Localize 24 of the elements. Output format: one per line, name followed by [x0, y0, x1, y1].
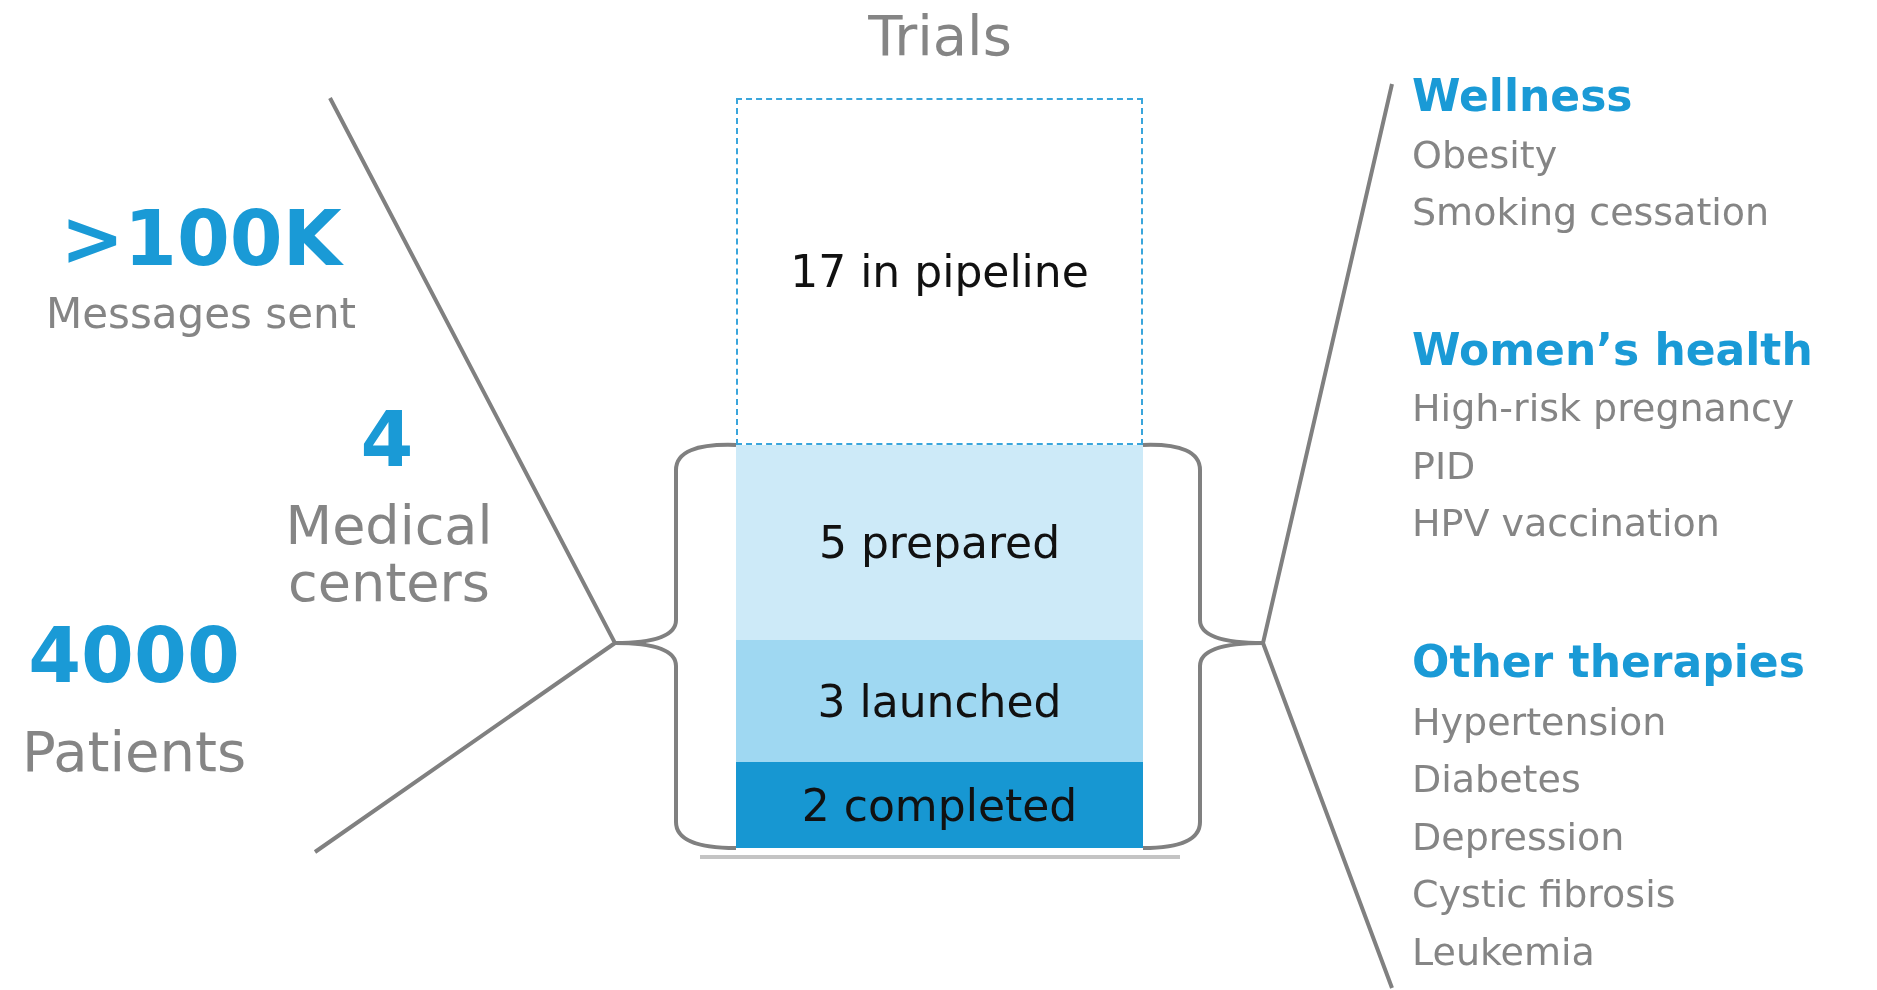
stat-number: 4 — [360, 400, 414, 480]
category-heading: Wellness — [1412, 72, 1633, 120]
list-item: Cystic fibrosis — [1412, 875, 1676, 915]
stat-caption: Patients — [21, 722, 247, 782]
list-item: Hypertension — [1412, 703, 1667, 743]
list-item: Leukemia — [1412, 933, 1595, 973]
pipeline-box: 17 in pipeline — [736, 98, 1143, 445]
stage-bar: 2 completed — [736, 762, 1143, 848]
list-item: Diabetes — [1412, 760, 1581, 800]
stage-bar: 5 prepared — [736, 445, 1143, 640]
list-item: High-risk pregnancy — [1412, 389, 1795, 429]
stat-caption: Messages sent — [45, 291, 357, 337]
list-item: Depression — [1412, 818, 1625, 858]
list-item: Obesity — [1412, 136, 1558, 176]
list-item: Smoking cessation — [1412, 193, 1770, 233]
stage-bar: 3 launched — [736, 640, 1143, 762]
list-item: PID — [1412, 447, 1476, 487]
stat-number: >100K — [60, 199, 342, 279]
stat-caption: Medical centers — [284, 498, 494, 612]
stat-number: 4000 — [28, 616, 240, 696]
chart-heading: Trials — [868, 6, 1012, 66]
list-item: HPV vaccination — [1412, 504, 1720, 544]
category-heading: Other therapies — [1412, 638, 1805, 686]
category-heading: Women’s health — [1412, 326, 1813, 374]
